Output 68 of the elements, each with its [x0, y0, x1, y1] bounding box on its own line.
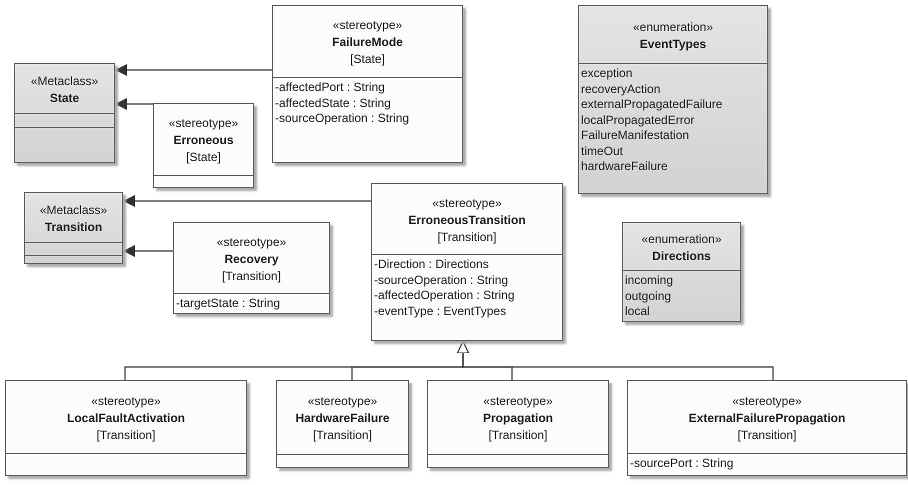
attribute-label: -sourcePort : String: [630, 456, 734, 472]
class-name: Erroneous: [173, 132, 234, 149]
extension-arrow: [123, 195, 371, 207]
metaclass-box: [14, 63, 115, 163]
stereotype-label: «stereotype»: [91, 392, 161, 410]
enumeration-literal: exception: [581, 66, 632, 82]
enumeration-box: [578, 5, 768, 194]
class-name: FailureMode: [332, 34, 403, 51]
base-metaclass-label: [Transition]: [313, 427, 372, 444]
stereotype-box: [153, 103, 254, 188]
class-name: Recovery: [224, 250, 279, 268]
class-name: ExternalFailurePropagation: [688, 410, 846, 426]
stereotype-label: «stereotype»: [432, 194, 502, 212]
attribute-label: -affectedState : String: [275, 96, 391, 111]
enumeration-literal: hardwareFailure: [581, 159, 668, 174]
base-metaclass-label: [Transition]: [96, 426, 156, 444]
class-name: HardwareFailure: [295, 410, 390, 427]
stereotype-label: «Metaclass»: [40, 202, 108, 218]
base-metaclass-label: [Transition]: [488, 427, 548, 444]
stereotype-box: [276, 380, 409, 468]
class-name: Directions: [652, 248, 711, 264]
stereotype-box: [173, 222, 330, 314]
enumeration-literal: timeOut: [581, 144, 624, 159]
enumeration-literal: externalPropagatedFailure: [581, 97, 722, 112]
extension-arrow: [115, 98, 153, 110]
attribute-label: -sourceOperation : String: [275, 111, 410, 126]
class-name: Propagation: [482, 410, 553, 427]
base-metaclass-label: [Transition]: [738, 426, 796, 444]
stereotype-box: [371, 183, 563, 341]
stereotype-label: «stereotype»: [732, 392, 802, 410]
base-metaclass-label: [State]: [350, 51, 385, 68]
enumeration-literal: outgoing: [625, 288, 672, 304]
base-metaclass-label: [Transition]: [222, 268, 281, 284]
stereotype-label: «enumeration»: [641, 230, 722, 248]
class-name: Transition: [44, 218, 102, 236]
extension-arrow: [115, 64, 272, 76]
enumeration-box: [622, 222, 741, 322]
class-name: EventTypes: [640, 36, 706, 52]
stereotype-label: «stereotype»: [216, 234, 286, 250]
base-metaclass-label: [Transition]: [438, 228, 496, 246]
attribute-label: -affectedOperation : String: [374, 288, 515, 304]
stereotype-label: «stereotype»: [308, 393, 378, 410]
base-metaclass-label: [State]: [186, 149, 221, 166]
generalization-arrow: [457, 341, 774, 380]
enumeration-literal: local: [625, 304, 650, 320]
stereotype-box: [627, 380, 907, 476]
attribute-label: -targetState : String: [176, 296, 280, 312]
stereotype-label: «Metaclass»: [30, 72, 98, 90]
class-name: LocalFaultActivation: [66, 410, 185, 426]
enumeration-literal: FailureManifestation: [581, 128, 690, 144]
stereotype-label: «enumeration»: [632, 18, 714, 36]
stereotype-box: [427, 380, 609, 468]
class-name: State: [50, 90, 80, 106]
attribute-label: -sourceOperation : String: [374, 272, 508, 288]
stereotype-box: [5, 380, 247, 476]
class-name: ErroneousTransition: [408, 212, 526, 228]
stereotype-label: «stereotype»: [483, 393, 553, 410]
enumeration-literal: recoveryAction: [581, 82, 660, 97]
attribute-label: -affectedPort : String: [275, 80, 385, 96]
extension-arrow: [123, 245, 173, 257]
stereotype-label: «stereotype»: [168, 115, 238, 132]
enumeration-literal: localPropagatedError: [581, 112, 694, 128]
stereotype-box: [272, 5, 463, 163]
attribute-label: -Direction : Directions: [374, 257, 489, 272]
attribute-label: -eventType : EventTypes: [374, 304, 506, 319]
metaclass-box: [24, 192, 123, 264]
enumeration-literal: incoming: [625, 273, 674, 288]
stereotype-label: «stereotype»: [332, 17, 402, 34]
